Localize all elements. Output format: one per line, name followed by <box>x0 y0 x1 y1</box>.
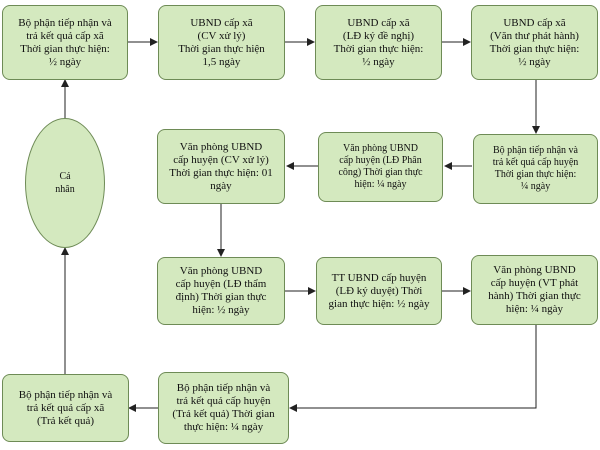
step-7-line-1: Văn phòng UBND <box>179 140 263 153</box>
step-11-line-2: trả kết quả cấp huyện <box>176 395 271 407</box>
step-3-line-3: Thời gian thực hiện: <box>333 42 424 55</box>
step-7-line-2: cấp huyện (CV xử lý) <box>173 153 269 166</box>
step-10-line-4: hiện: ¼ ngày <box>505 303 564 315</box>
step-5-line-3: Thời gian thực hiện: <box>494 169 577 180</box>
step-4-line-4: ½ ngày <box>518 55 551 68</box>
step-8-line-4: hiện: ½ ngày <box>192 304 250 316</box>
step-5-line-4: ¼ ngày <box>520 181 551 192</box>
step-10-line-2: cấp huyện (VT phát <box>490 277 579 289</box>
arrow-b10-to-b11 <box>289 324 537 412</box>
start-line-2: nhân <box>55 184 75 195</box>
step-3-line-1: UBND cấp xã <box>347 16 410 29</box>
step-box-4-commune-clerical: UBND cấp xã (Văn thư phát hành) Thời gia… <box>471 5 598 80</box>
step-9-line-1: TT UBND cấp huyện <box>331 271 427 284</box>
step-box-9-district-leader-approve: TT UBND cấp huyện (LĐ ký duyệt) Thời gia… <box>316 257 442 325</box>
step-4-line-3: Thời gian thực hiện: <box>489 42 580 55</box>
step-12-line-1: Bộ phận tiếp nhận và <box>18 388 113 401</box>
step-box-11-district-return-result: Bộ phận tiếp nhận và trả kết quả cấp huy… <box>158 372 289 444</box>
step-box-6-district-office-leader-assign: Văn phòng UBND cấp huyện (LĐ Phân công) … <box>318 132 443 202</box>
step-box-8-district-office-appraisal: Văn phòng UBND cấp huyện (LĐ thẩm định) … <box>157 257 285 325</box>
step-4-line-2: (Văn thư phát hành) <box>490 29 579 42</box>
step-box-7-district-office-officer: Văn phòng UBND cấp huyện (CV xử lý) Thời… <box>157 129 285 204</box>
step-2-line-1: UBND cấp xã <box>190 16 253 29</box>
step-3-line-4: ½ ngày <box>362 55 395 68</box>
step-7-line-3: Thời gian thực hiện: 01 <box>169 166 273 179</box>
step-9-line-3: gian thực hiện: ½ ngày <box>328 297 430 310</box>
step-box-12-commune-return-result: Bộ phận tiếp nhận và trả kết quả cấp xã … <box>2 374 129 442</box>
step-3-line-2: (LĐ ký đề nghị) <box>342 29 415 42</box>
step-2-line-3: Thời gian thực hiện <box>178 42 265 55</box>
step-1-line-3: Thời gian thực hiện: <box>20 42 110 55</box>
step-11-line-3: (Trả kết quả) Thời gian <box>172 408 275 420</box>
step-1-line-1: Bộ phận tiếp nhận và <box>18 16 112 29</box>
step-8-line-1: Văn phòng UBND <box>179 265 263 277</box>
step-1-line-2: trả kết quả cấp xã <box>26 29 104 42</box>
start-ellipse-individual: Cá nhân <box>25 118 105 248</box>
step-8-line-2: cấp huyện (LĐ thẩm <box>175 278 267 290</box>
step-6-line-1: Văn phòng UBND <box>343 143 418 154</box>
step-6-line-3: công) Thời gian thực <box>338 167 423 178</box>
start-line-1: Cá <box>59 171 71 182</box>
step-7-line-4: ngày <box>210 179 232 192</box>
step-2-line-2: (CV xử lý) <box>197 29 246 42</box>
step-10-line-1: Văn phòng UBND <box>493 264 576 276</box>
step-11-line-4: thực hiện: ¼ ngày <box>183 421 264 433</box>
step-2-line-4: 1,5 ngày <box>202 55 241 68</box>
step-box-2-commune-officer: UBND cấp xã (CV xử lý) Thời gian thực hi… <box>158 5 285 80</box>
step-8-line-3: định) Thời gian thực <box>175 291 267 303</box>
step-5-line-1: Bộ phận tiếp nhận và <box>493 145 578 156</box>
step-box-10-district-office-issue: Văn phòng UBND cấp huyện (VT phát hành) … <box>471 255 598 325</box>
step-11-line-1: Bộ phận tiếp nhận và <box>176 382 271 394</box>
step-box-5-district-reception: Bộ phận tiếp nhận và trả kết quả cấp huy… <box>473 134 598 204</box>
step-6-line-4: hiện: ¼ ngày <box>354 179 407 190</box>
step-10-line-3: hành) Thời gian thực <box>488 290 581 302</box>
step-12-line-2: trả kết quả cấp xã <box>26 401 105 414</box>
step-12-line-3: (Trả kết quả) <box>36 414 95 427</box>
step-4-line-1: UBND cấp xã <box>503 16 566 29</box>
step-box-1-commune-reception: Bộ phận tiếp nhận và trả kết quả cấp xã … <box>2 5 128 80</box>
step-box-3-commune-leader: UBND cấp xã (LĐ ký đề nghị) Thời gian th… <box>315 5 442 80</box>
step-1-line-4: ½ ngày <box>48 55 82 68</box>
step-6-line-2: cấp huyện (LĐ Phân <box>339 155 422 166</box>
step-9-line-2: (LĐ ký duyệt) Thời <box>335 284 423 297</box>
step-5-line-2: trả kết quả cấp huyện <box>492 157 579 168</box>
